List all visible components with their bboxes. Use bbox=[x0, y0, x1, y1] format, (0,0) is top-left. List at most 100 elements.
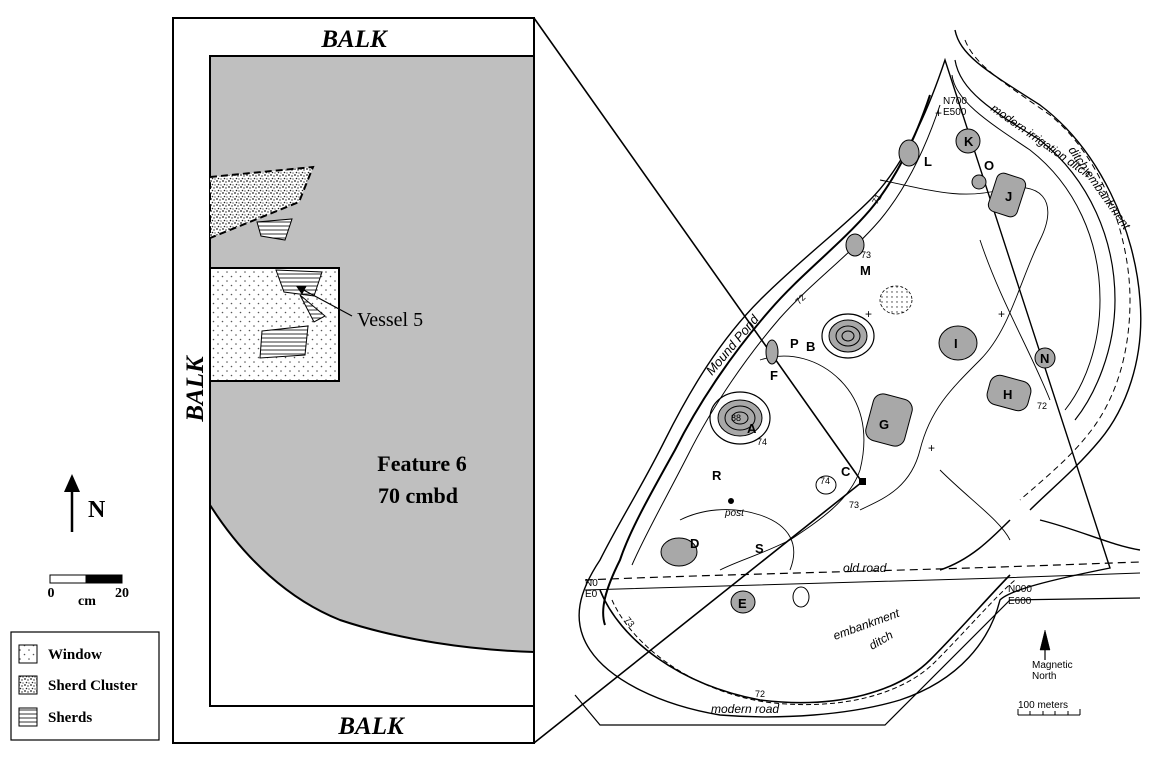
mound-i bbox=[938, 325, 978, 361]
post-marker bbox=[728, 498, 734, 504]
contour-label: 72 bbox=[793, 292, 807, 306]
mound-label-j: J bbox=[1005, 189, 1012, 204]
balk-top-label: BALK bbox=[320, 26, 389, 53]
mound-l bbox=[898, 139, 920, 167]
scale-bar: 0 cm 20 bbox=[48, 574, 129, 609]
site-map: + + + + bbox=[574, 29, 1142, 726]
mound-j bbox=[987, 172, 1027, 218]
feature-6-boundary bbox=[209, 504, 535, 653]
post-label: post bbox=[724, 508, 745, 519]
mound-pond-rim bbox=[602, 94, 931, 626]
mound-a-contour bbox=[709, 391, 771, 445]
mound-pond-label: Mound Pond bbox=[703, 311, 762, 378]
mound-label-b: B bbox=[806, 339, 815, 354]
map-labels: A B C D E F G H I J K L M N O P R S Moun… bbox=[585, 96, 1134, 716]
mound-small bbox=[792, 586, 810, 608]
contour-label: 88 bbox=[731, 413, 741, 423]
old-road-edge bbox=[584, 572, 1141, 591]
legend-label-sherd-cluster: Sherd Cluster bbox=[48, 678, 138, 694]
irrigation-ditch-line bbox=[951, 74, 1101, 411]
magnetic-north-label-1: Magnetic bbox=[1032, 660, 1073, 671]
map-scale-label: 100 meters bbox=[1018, 700, 1068, 711]
mound-label-m: M bbox=[860, 263, 871, 278]
mound-label-p: P bbox=[790, 336, 799, 351]
vessel-5-arrow bbox=[295, 285, 353, 317]
mound-label-s: S bbox=[755, 541, 764, 556]
mound-d bbox=[660, 537, 698, 567]
mound-e bbox=[730, 590, 756, 614]
mound-label-n: N bbox=[1040, 351, 1049, 366]
mound-b-inner bbox=[835, 325, 861, 347]
mound-g bbox=[865, 393, 913, 447]
ditch-segment bbox=[939, 519, 1011, 571]
grid-nw-n: N700 bbox=[943, 96, 967, 107]
mound-a-fill bbox=[717, 399, 763, 437]
magnetic-north-arrow bbox=[1039, 629, 1051, 651]
svg-text:+: + bbox=[998, 307, 1005, 321]
grid-se-n: N000 bbox=[1008, 584, 1032, 595]
modern-road-label: modern road bbox=[711, 702, 779, 716]
old-road-label: old road bbox=[843, 561, 887, 575]
north-label: N bbox=[88, 497, 106, 523]
mound-label-l: L bbox=[924, 154, 932, 169]
embankment-ditch bbox=[611, 579, 1016, 706]
grid-nw-e: E500 bbox=[943, 107, 967, 118]
legend: Window Sherd Cluster Sherds bbox=[10, 631, 160, 741]
contour-72 bbox=[859, 179, 1049, 511]
inset-connector-bottom bbox=[533, 481, 863, 744]
mound-b-fill bbox=[828, 319, 868, 353]
svg-text:+: + bbox=[935, 106, 942, 120]
mound-o bbox=[971, 174, 987, 190]
balk-bottom-label: BALK bbox=[337, 713, 406, 740]
contour-72c bbox=[939, 469, 1011, 541]
scale-unit: cm bbox=[78, 594, 96, 609]
contour-label: 73 bbox=[849, 500, 859, 510]
sherd-cluster bbox=[209, 165, 315, 240]
balk-left-label: BALK bbox=[182, 354, 209, 423]
sherd bbox=[256, 218, 293, 241]
mound-label-d: D bbox=[690, 536, 699, 551]
irrigation-ditch-inner bbox=[954, 59, 1116, 421]
mound-b-top bbox=[841, 330, 855, 342]
mound-n bbox=[1034, 347, 1056, 369]
site-boundary bbox=[578, 29, 1142, 718]
mound-a-inner bbox=[724, 405, 756, 431]
sherd bbox=[299, 294, 326, 323]
scale-start: 0 bbox=[48, 586, 55, 601]
magnetic-north-label-2: North bbox=[1032, 671, 1056, 682]
mound-b-contour bbox=[821, 313, 875, 359]
svg-text:+: + bbox=[928, 441, 935, 455]
vessel-5-label: Vessel 5 bbox=[357, 309, 423, 331]
contour-label: 73 bbox=[861, 250, 871, 260]
contour-label: 72 bbox=[1037, 401, 1047, 411]
mound-label-o: O bbox=[984, 158, 994, 173]
mound-f bbox=[765, 339, 779, 365]
contour-73b bbox=[679, 509, 795, 571]
sherd bbox=[259, 325, 309, 359]
legend-swatch-window bbox=[18, 644, 38, 664]
mound-label-c: C bbox=[841, 464, 851, 479]
legend-swatch-sherd-cluster bbox=[18, 675, 38, 695]
legend-label-window: Window bbox=[48, 647, 102, 663]
contour-73 bbox=[719, 355, 865, 571]
svg-text:+: + bbox=[865, 307, 872, 321]
modern-road bbox=[574, 597, 1141, 726]
embankment bbox=[599, 574, 1011, 704]
contour-label: 71 bbox=[870, 192, 884, 206]
old-road bbox=[584, 561, 1141, 581]
grid-sw-e: E0 bbox=[585, 589, 598, 600]
inset-connector-top bbox=[533, 17, 863, 483]
mound-label-i: I bbox=[954, 336, 958, 351]
feature-inset: Vessel 5 BALK BALK BALK Feature 6 70 cmb… bbox=[172, 17, 535, 744]
mound-k bbox=[955, 128, 981, 154]
mound-c bbox=[815, 475, 837, 495]
mound-m bbox=[845, 233, 865, 257]
contour-label: 74 bbox=[820, 476, 830, 486]
contour-label: 72 bbox=[755, 689, 765, 699]
legend-swatch-sherds bbox=[18, 707, 38, 727]
feature-location-marker bbox=[859, 478, 866, 485]
feature-depth: 70 cmbd bbox=[378, 483, 458, 508]
north-arrow: N bbox=[64, 474, 106, 532]
window bbox=[209, 267, 340, 382]
contour-71 bbox=[631, 104, 941, 566]
